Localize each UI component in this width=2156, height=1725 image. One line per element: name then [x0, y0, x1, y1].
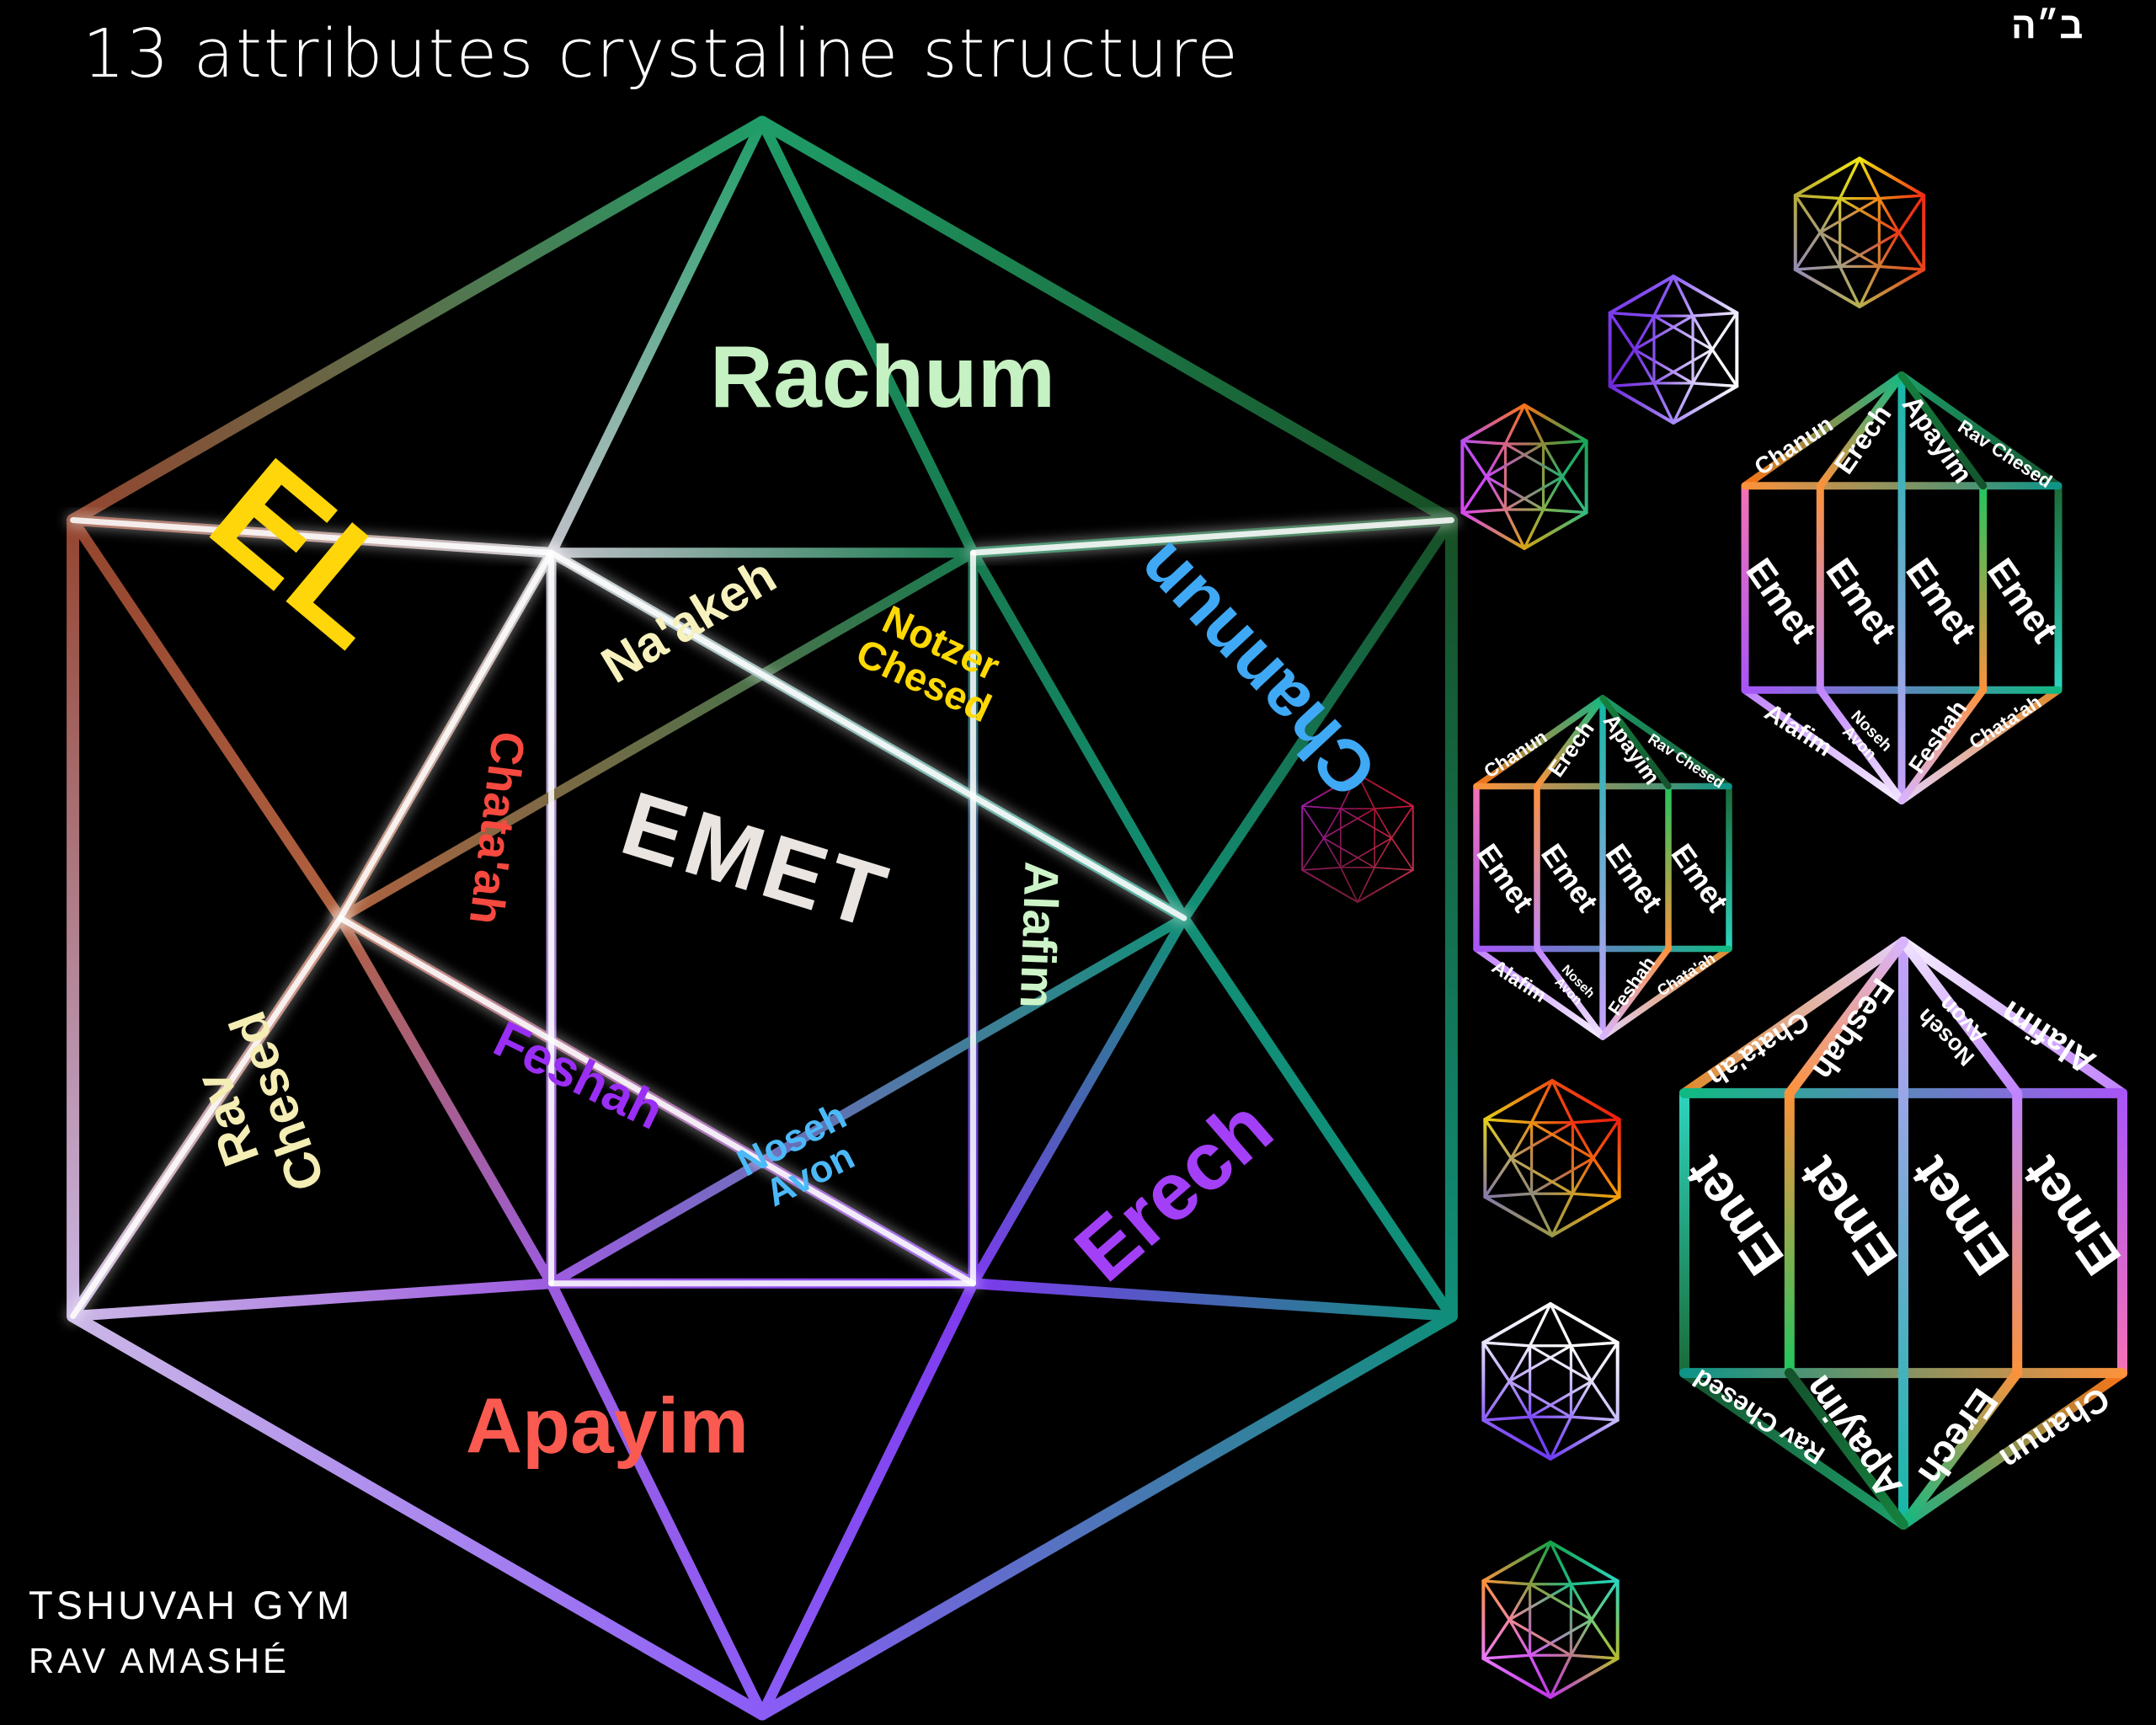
crystal-facet-label: Emet: [1899, 1146, 2020, 1285]
crystal-facet-label: Feshah: [1604, 953, 1660, 1019]
crystal-facet-label: Rav Chesed: [1645, 730, 1726, 792]
hebrew-mark: ב״ה: [2011, 5, 2084, 46]
crystal-facet-label: Emet: [1897, 551, 1984, 650]
crystal-facet-label: Emet: [2011, 1146, 2132, 1285]
crystal-facet-label: Emet: [1674, 1146, 1796, 1285]
orange-yellow-icosahedron: [1483, 1079, 1621, 1237]
crystal-facet-label: Emet: [1788, 1146, 1909, 1285]
footer-line-1: TSHUVAH GYM: [29, 1583, 354, 1627]
crystal-facet-label: Erech: [1543, 717, 1599, 782]
white-glow-edges: [66, 513, 1459, 1323]
crystal-facet-label: Emet: [1737, 551, 1824, 650]
crystal-facet-label: Chanun: [1750, 411, 1838, 481]
label-alafim: Alafim: [1009, 860, 1069, 1010]
page-title: 13 attributes crystaline structure: [83, 15, 1240, 93]
crystal-facet-label: Rav Chesed: [1688, 1364, 1830, 1471]
crystal-facet-label: Erech: [1910, 1381, 2007, 1493]
dark-red-icosahedron: [1301, 773, 1414, 903]
yellow-red-icosahedron: [1793, 157, 1926, 308]
crystal-facet-label: Chanun: [1481, 726, 1551, 782]
crystal-facet-label: Feshah: [1805, 972, 1901, 1087]
crystal-facet-label: Emet: [1534, 837, 1605, 918]
label-apayim: Apayim: [466, 1381, 749, 1470]
crystal-facet-label: Alafim: [1759, 699, 1837, 762]
crystal-facet-label: Alafim: [1993, 993, 2102, 1082]
crystal-facet-label: Chanun: [1993, 1380, 2116, 1477]
crystal-facet-label: Alafim: [1488, 955, 1550, 1007]
white-violet-icosahedron: [1481, 1302, 1620, 1461]
crystal-facet-label: Emet: [1664, 837, 1735, 918]
rainbow-pink-icosahedron: [1460, 403, 1588, 550]
violet-white-icosahedron: [1608, 275, 1739, 425]
crystal-facet-label: Erech: [1828, 398, 1897, 479]
footer-line-2: RAV AMASHÉ: [29, 1641, 290, 1680]
crystal-facet-label: Emet: [1598, 837, 1669, 918]
green-magenta-icosahedron: [1481, 1541, 1620, 1699]
label-rachum: Rachum: [709, 328, 1056, 426]
crystal-facet-label: Emet: [1817, 551, 1904, 650]
crystal-facet-label: Feshah: [1903, 696, 1972, 778]
crystal-facet-label: Rav Chesed: [1954, 416, 2056, 493]
crystal-facet-label: Emet: [1470, 837, 1540, 918]
crystal-facet-label: Emet: [1979, 551, 2066, 650]
